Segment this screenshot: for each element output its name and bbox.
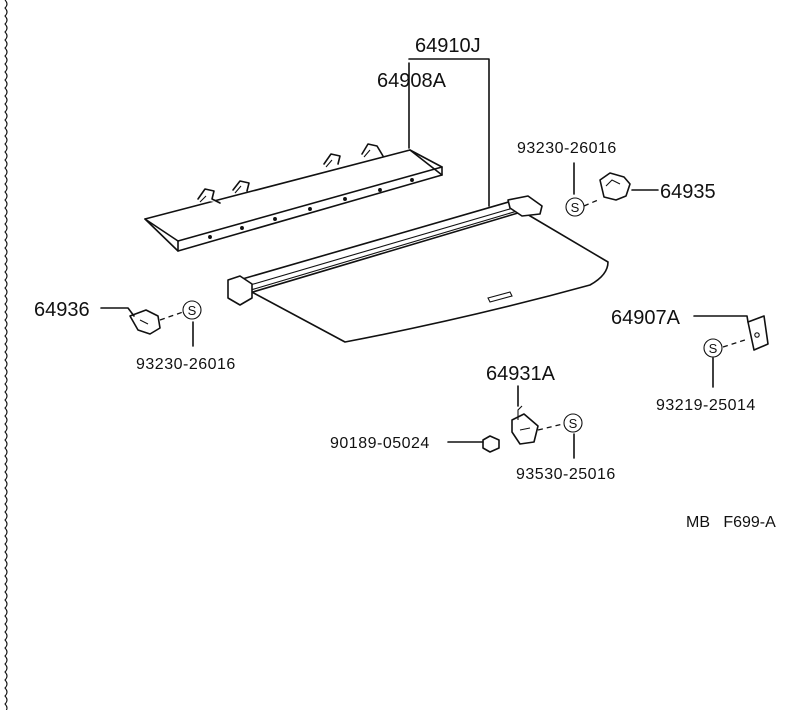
leader-lines bbox=[100, 58, 749, 459]
part-64907a-plate bbox=[747, 315, 769, 351]
label-93219-25014: 93219-25014 bbox=[656, 397, 756, 414]
label-90189-05024: 90189-05024 bbox=[330, 435, 430, 452]
label-64907a: 64907A bbox=[611, 307, 681, 329]
s-symbol-2: S bbox=[182, 300, 202, 320]
part-64936-bracket bbox=[129, 309, 161, 335]
s-symbol-text: S bbox=[569, 416, 578, 431]
s-symbol-text: S bbox=[188, 303, 197, 318]
dashed-connectors bbox=[159, 199, 749, 431]
label-64910j: 64910J bbox=[415, 35, 481, 57]
part-64908a-rail bbox=[144, 143, 443, 252]
part-90189-05024-screw bbox=[482, 435, 500, 453]
s-symbol-text: S bbox=[571, 200, 580, 215]
left-wavy-border bbox=[4, 0, 8, 710]
part-64935-bracket bbox=[599, 172, 631, 201]
label-64935: 64935 bbox=[660, 181, 716, 203]
label-64931a: 64931A bbox=[486, 363, 556, 385]
label-93230-26016-top: 93230-26016 bbox=[517, 140, 617, 157]
part-64910j-cover-assembly bbox=[227, 195, 609, 343]
part-64931a-hook bbox=[511, 405, 539, 445]
s-symbol-text: S bbox=[709, 341, 718, 356]
label-64908a: 64908A bbox=[377, 70, 447, 92]
footer-code: MB F699-A bbox=[686, 514, 776, 531]
s-symbol-1: S bbox=[565, 197, 585, 217]
label-64936: 64936 bbox=[34, 299, 90, 321]
label-93230-26016-left: 93230-26016 bbox=[136, 356, 236, 373]
s-symbol-4: S bbox=[563, 413, 583, 433]
label-93530-25016: 93530-25016 bbox=[516, 466, 616, 483]
s-symbol-3: S bbox=[703, 338, 723, 358]
